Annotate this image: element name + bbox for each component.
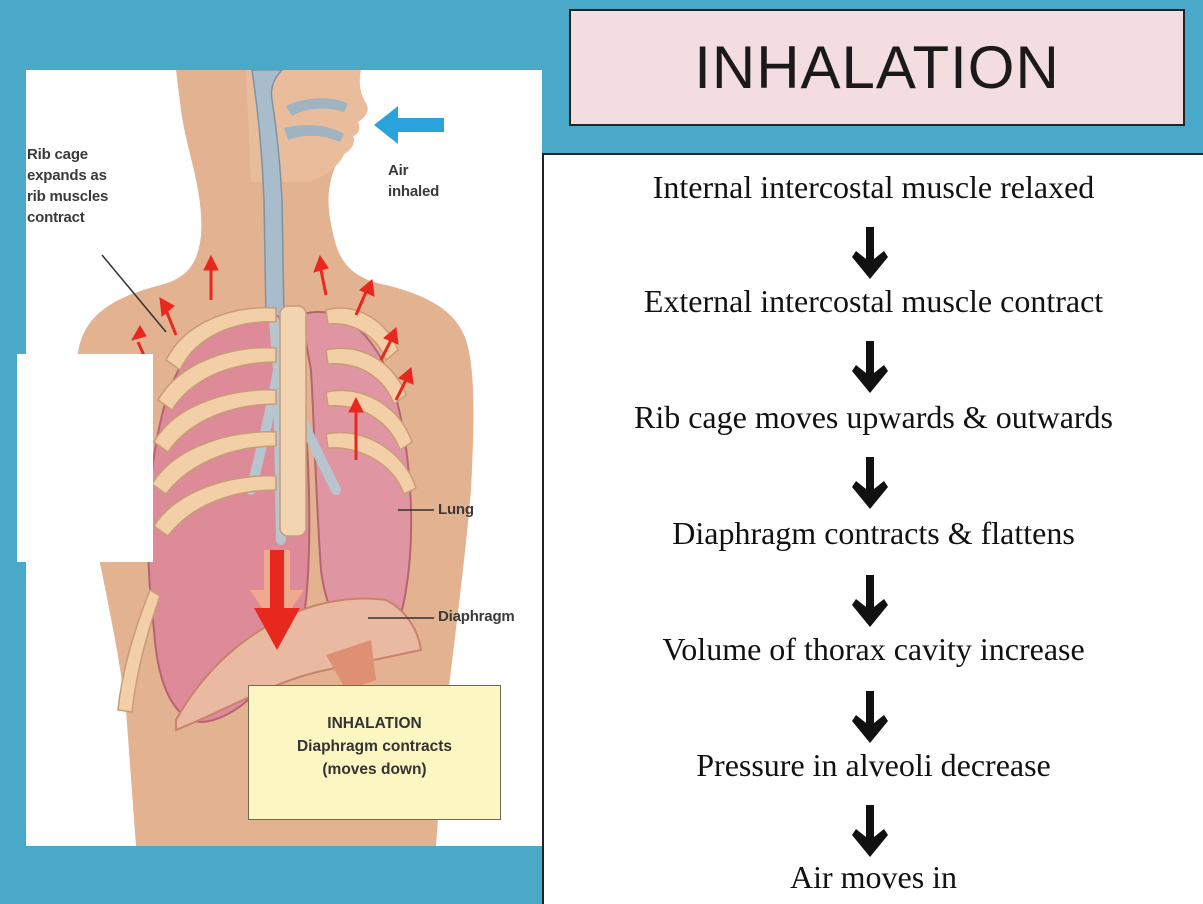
title-box: INHALATION: [569, 9, 1185, 126]
lung-label: Lung: [438, 499, 474, 520]
flow-step-3: Rib cage moves upwards & outwards: [544, 399, 1203, 436]
down-arrow-icon: [850, 573, 890, 629]
inhalation-caption-box: INHALATION Diaphragm contracts (moves do…: [248, 685, 501, 820]
diaphragm-label: Diaphragm: [438, 606, 515, 627]
down-arrow-icon: [850, 455, 890, 511]
caption-line-2: (moves down): [249, 758, 500, 781]
page-title: INHALATION: [694, 33, 1060, 102]
flow-step-6: Pressure in alveoli decrease: [544, 747, 1203, 784]
caption-title: INHALATION: [249, 712, 500, 735]
air-inhaled-label: Air inhaled: [388, 160, 439, 202]
flow-step-5: Volume of thorax cavity increase: [544, 631, 1203, 668]
down-arrow-icon: [850, 803, 890, 859]
rib-cage-label: Rib cage expands as rib muscles contract: [27, 144, 108, 228]
process-flow-panel: Internal intercostal muscle relaxed Exte…: [542, 153, 1203, 904]
down-arrow-icon: [850, 689, 890, 745]
flow-step-4: Diaphragm contracts & flattens: [544, 515, 1203, 552]
down-arrow-icon: [850, 339, 890, 395]
air-inflow-arrow: [374, 106, 444, 144]
flow-step-2: External intercostal muscle contract: [544, 283, 1203, 320]
flow-step-7: Air moves in: [544, 859, 1203, 896]
blank-patch: [17, 354, 153, 562]
down-arrow-icon: [850, 225, 890, 281]
caption-line-1: Diaphragm contracts: [249, 735, 500, 758]
sternum: [280, 306, 306, 536]
flow-step-1: Internal intercostal muscle relaxed: [544, 169, 1203, 206]
